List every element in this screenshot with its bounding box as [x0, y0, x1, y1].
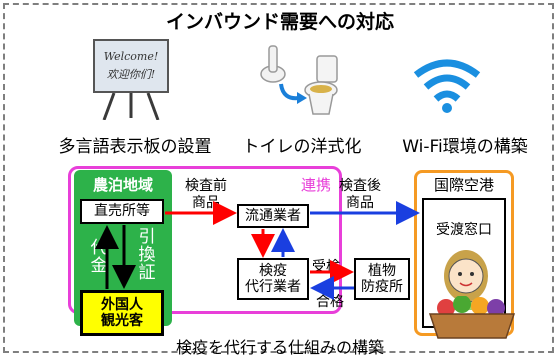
vegetable-basket-icon	[428, 296, 516, 339]
caption-wifi: Wi-Fi環境の構築	[402, 137, 528, 157]
signboard-icon: Welcome! 欢迎你们!	[93, 39, 169, 120]
quarantine-agent-box: 検疫 代行業者	[237, 258, 309, 300]
airport-label: 国際空港	[433, 176, 494, 194]
caption-toilet: トイレの洋式化	[242, 137, 362, 157]
page-title: インバウンド需要への対応	[165, 11, 394, 33]
outer-frame	[3, 3, 554, 353]
after-inspection-label: 検査後 商品	[339, 178, 381, 211]
caption-signboard: 多言語表示板の設置	[58, 137, 212, 157]
toilet-icon	[260, 45, 338, 115]
distributor-box: 流通業者	[237, 204, 309, 228]
plant-quarantine-box: 植物 防疫所	[354, 258, 410, 300]
direct-store-box: 直売所等	[80, 199, 164, 224]
voucher-label: 引換証	[138, 227, 156, 283]
rural-area-label: 農泊地域	[92, 176, 153, 194]
bottom-caption: 検疫を代行する仕組みの構築	[176, 338, 385, 357]
wifi-icon	[413, 59, 481, 113]
collaboration-label: 連携	[301, 176, 332, 194]
sign-line1: Welcome!	[104, 50, 159, 63]
foreign-tourist-box: 外国人 観光客	[80, 290, 164, 336]
collaboration-boundary	[68, 166, 342, 314]
sign-line2: 欢迎你们!	[107, 68, 155, 81]
